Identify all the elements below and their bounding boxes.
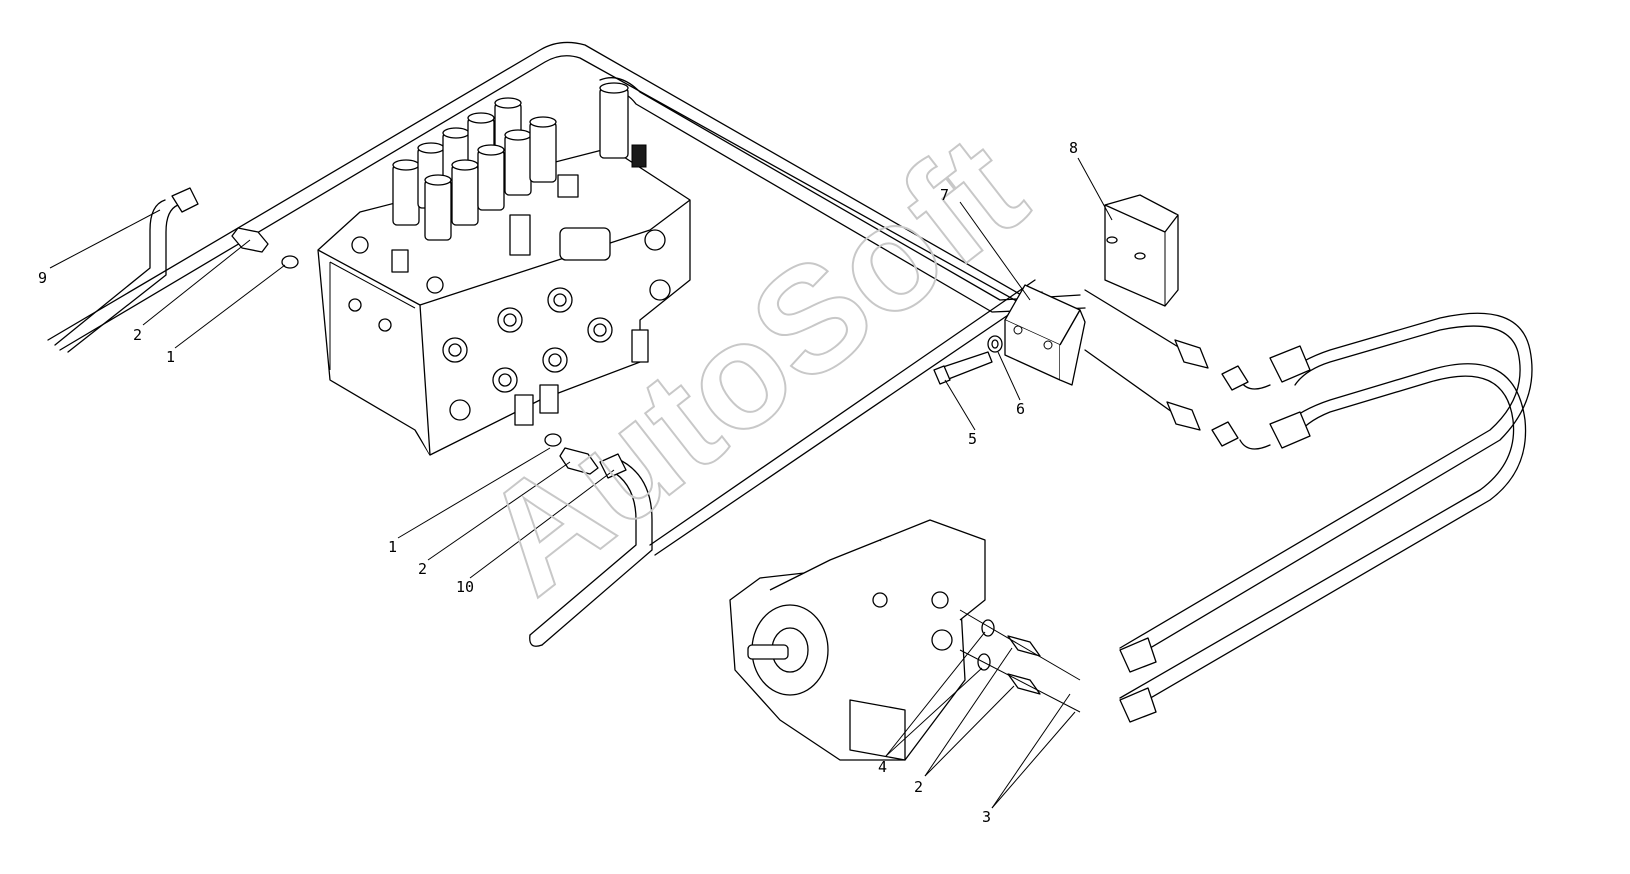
pipe-item-9	[54, 187, 199, 353]
washer-item-6	[987, 335, 1003, 353]
pipe-diagonal-mid	[649, 279, 1043, 556]
callout-labels: 9 2 1 1 2 10 7 8 5 6 4 2 3	[38, 139, 1078, 826]
bracket-item-7	[1004, 284, 1086, 386]
callout-9: 9	[38, 269, 47, 287]
callout-1-top: 1	[166, 348, 175, 366]
leader-lines	[49, 157, 1113, 809]
spool-caps	[391, 82, 649, 426]
callout-1-mid: 1	[388, 538, 397, 556]
fitting-item-2-mid	[544, 433, 599, 475]
pipe-upper-return	[47, 41, 1041, 351]
callout-2-top: 2	[133, 326, 142, 344]
callout-6: 6	[1016, 400, 1025, 418]
callout-4: 4	[878, 758, 887, 776]
control-valve-block	[317, 82, 691, 456]
callout-2-mid: 2	[418, 560, 427, 578]
fitting-item-2-top	[231, 227, 299, 269]
callout-2-bottom: 2	[914, 778, 923, 796]
hose-pair-right	[1084, 289, 1533, 723]
plate-item-8	[1104, 194, 1179, 307]
callout-5: 5	[968, 430, 977, 448]
bolt-item-5	[933, 351, 993, 385]
o-rings-item-4	[977, 619, 995, 671]
callout-8: 8	[1069, 139, 1078, 157]
callout-3: 3	[982, 808, 991, 826]
fittings-item-2-pump	[1007, 635, 1041, 695]
callout-10: 10	[456, 578, 474, 596]
callout-7: 7	[940, 186, 949, 204]
hydraulic-pump	[729, 519, 986, 761]
pipe-item-10	[529, 453, 653, 647]
